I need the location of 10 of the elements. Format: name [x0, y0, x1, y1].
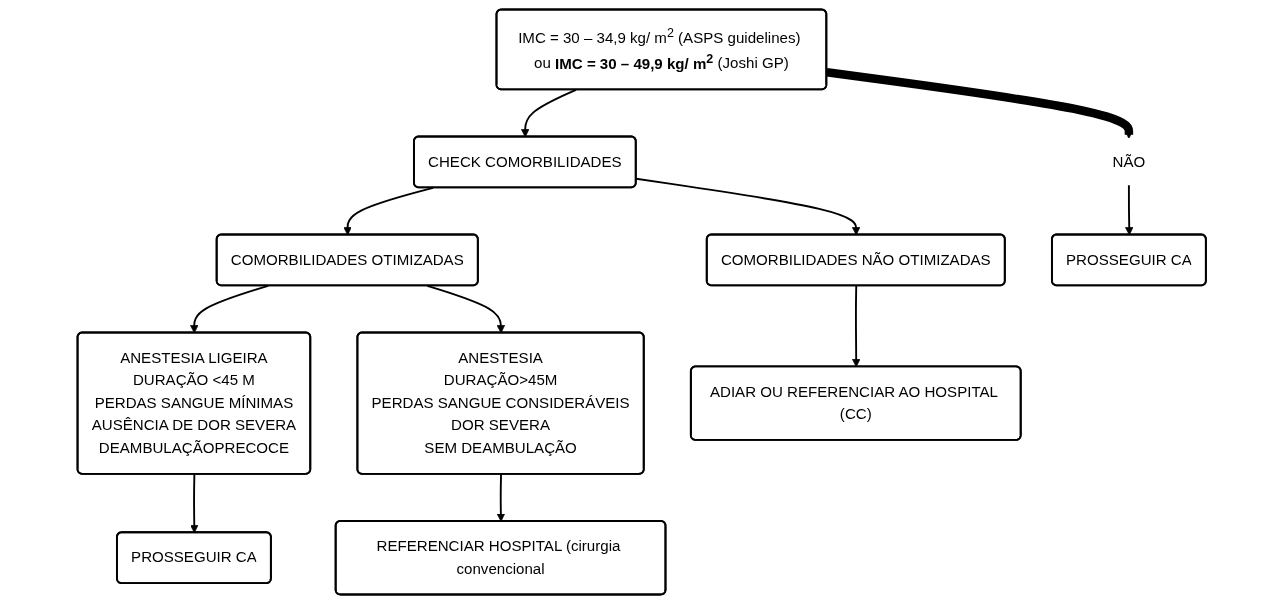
- arrow: [190, 284, 270, 334]
- node-text: NÃO: [1112, 153, 1146, 170]
- arrow: [521, 88, 578, 138]
- arrow: [852, 284, 861, 368]
- arrow: [1125, 184, 1134, 236]
- arrow: [190, 473, 199, 534]
- arrow: [826, 68, 1134, 139]
- arrow: [497, 473, 506, 522]
- arrow: [426, 284, 506, 334]
- arrow: [343, 186, 435, 236]
